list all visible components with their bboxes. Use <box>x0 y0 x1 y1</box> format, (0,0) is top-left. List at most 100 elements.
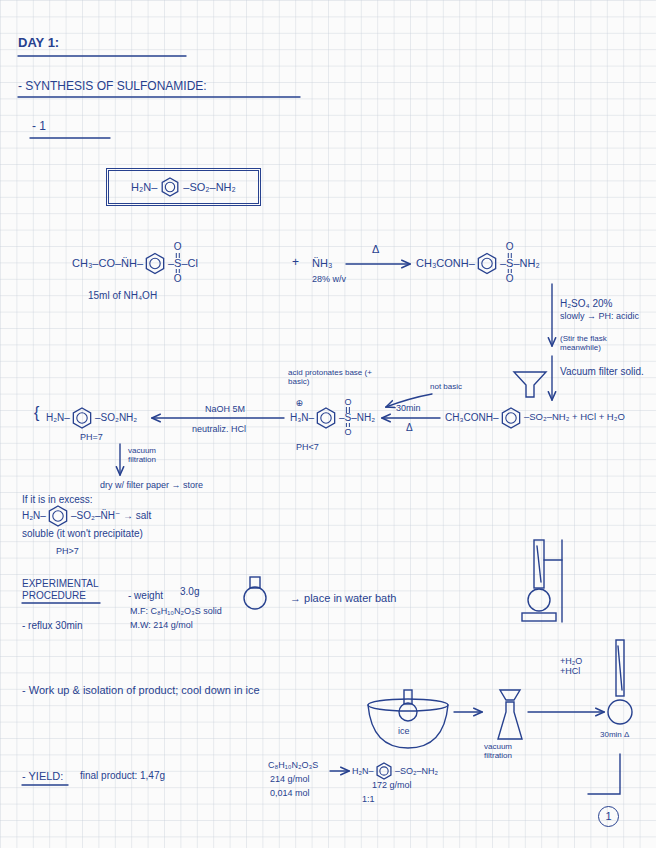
heat-symbol: Δ <box>372 243 379 256</box>
molar-mass: 214 g/mol <box>270 774 310 784</box>
ratio-note: 1:1 <box>362 794 375 804</box>
aromatic-circle <box>380 767 388 775</box>
flask-symbol <box>399 703 417 721</box>
plus-sign: + <box>292 256 299 270</box>
clamp-symbol <box>544 559 562 560</box>
ph-note: PH<7 <box>296 442 319 452</box>
condition-note: 30min Δ <box>600 730 634 739</box>
reagent-note: +H₂O +HCl <box>560 656 604 677</box>
apparatus-label: ice <box>398 726 410 736</box>
atom-label: O <box>174 241 182 253</box>
formula-text: H₂N– <box>22 510 46 522</box>
condenser-coil <box>618 646 622 690</box>
reaction-arrow <box>152 417 284 418</box>
reaction-arrow <box>119 444 120 475</box>
process-arrow <box>528 711 604 712</box>
step-text: - reflux 30min <box>22 620 83 632</box>
ph-note: PH>7 <box>56 546 79 556</box>
double-bond <box>179 269 180 273</box>
node-text: H₂N– <box>131 181 157 194</box>
section-heading: EXPERIMENTAL PROCEDURE <box>22 578 112 601</box>
ph-note: PH=7 <box>80 432 103 442</box>
mass-value: 3.0g <box>180 586 199 598</box>
formula-text: CH₃–CO–N̈H– <box>72 257 143 270</box>
formula-text: H₂N– <box>46 412 70 424</box>
aromatic-circle <box>150 258 160 268</box>
underline <box>22 602 100 603</box>
flask-symbol <box>528 589 550 611</box>
reagent-note: neutraliz. HCl <box>192 424 248 434</box>
formula-text: N̈H₃ <box>312 257 332 270</box>
brace: { <box>34 404 39 422</box>
benzene-ring <box>317 408 334 428</box>
condenser-symbol <box>616 640 624 696</box>
molar-mass: 172 g/mol <box>372 780 412 790</box>
stand-symbol <box>561 540 562 622</box>
subsection-number: - 1 <box>32 120 46 134</box>
double-bond <box>511 269 512 273</box>
apparatus-label: vacuum filtration <box>484 742 529 760</box>
underline <box>18 55 186 56</box>
filter-flask <box>498 702 522 739</box>
step-note: Vacuum filter solid. <box>560 366 644 378</box>
benzene-ring <box>146 254 163 274</box>
funnel-symbol <box>500 690 520 700</box>
benzene-ring <box>49 506 66 526</box>
atom-label: O <box>174 273 182 285</box>
reaction-arrow <box>551 356 552 400</box>
formula-text: H₃N– <box>290 412 314 424</box>
step-text: → place in water bath <box>290 592 396 605</box>
aromatic-circle <box>321 413 331 423</box>
condenser-coil <box>537 546 541 582</box>
note-heading: If it is in excess: <box>22 494 93 506</box>
section-heading: - SYNTHESIS OF SULFONAMIDE: <box>18 80 207 94</box>
formula-text: –S–NH₂ <box>500 257 540 270</box>
step-note: vacuum filtration <box>128 446 178 464</box>
aromatic-circle <box>506 413 516 423</box>
double-bond <box>508 269 509 273</box>
annotation: not basic <box>430 382 462 391</box>
condition-note: 28% w/v <box>312 274 346 284</box>
benzene-ring <box>502 408 519 428</box>
conversion-arrow <box>330 770 349 771</box>
formula-note: M.F: C₈H₁₀N₂O₃S solid <box>130 606 222 616</box>
benzene-ring <box>377 763 391 779</box>
reaction-arrow <box>551 284 552 346</box>
aromatic-circle <box>482 258 492 268</box>
aromatic-circle <box>53 511 63 521</box>
reaction-arrow <box>382 417 440 418</box>
condition-note: slowly → PH: acidic <box>560 311 648 321</box>
benzene-ring <box>478 254 495 274</box>
aromatic-circle <box>166 182 175 191</box>
ice-bath <box>368 705 448 748</box>
formula-box: H₂N– –SO₂–NH₂ <box>106 168 261 206</box>
double-bond <box>349 423 350 427</box>
reagent-note: 15ml of NH₄OH <box>88 290 157 302</box>
underline <box>30 137 110 138</box>
step-note: dry w/ filter paper → store <box>100 480 203 490</box>
reagent-note: H₂SO₄ 20% <box>560 298 612 310</box>
ring-layer <box>49 253 519 779</box>
double-bond <box>176 269 177 273</box>
atom-label: O <box>344 397 351 407</box>
flask-symbol <box>244 587 266 609</box>
node-text: –SO₂–NH₂ <box>183 181 236 194</box>
underline <box>18 96 300 97</box>
page-title: DAY 1: <box>18 36 59 51</box>
funnel-symbol <box>514 372 546 397</box>
step-text: - weight <box>128 590 163 602</box>
formula-text: –SO₂–NH₂ <box>395 766 438 776</box>
benzene-ring <box>159 176 181 198</box>
annotation: acid protonates base (+ basic) <box>288 368 372 386</box>
node-text: 1 <box>605 810 611 823</box>
benzene-ring <box>73 408 90 428</box>
heater-symbol <box>522 613 556 621</box>
page-number-circle: 1 <box>598 806 619 827</box>
flask-neck <box>404 690 412 704</box>
bracket-line <box>588 754 620 794</box>
charge-symbol: ⊕ <box>296 398 304 408</box>
flask-symbol <box>608 700 632 724</box>
